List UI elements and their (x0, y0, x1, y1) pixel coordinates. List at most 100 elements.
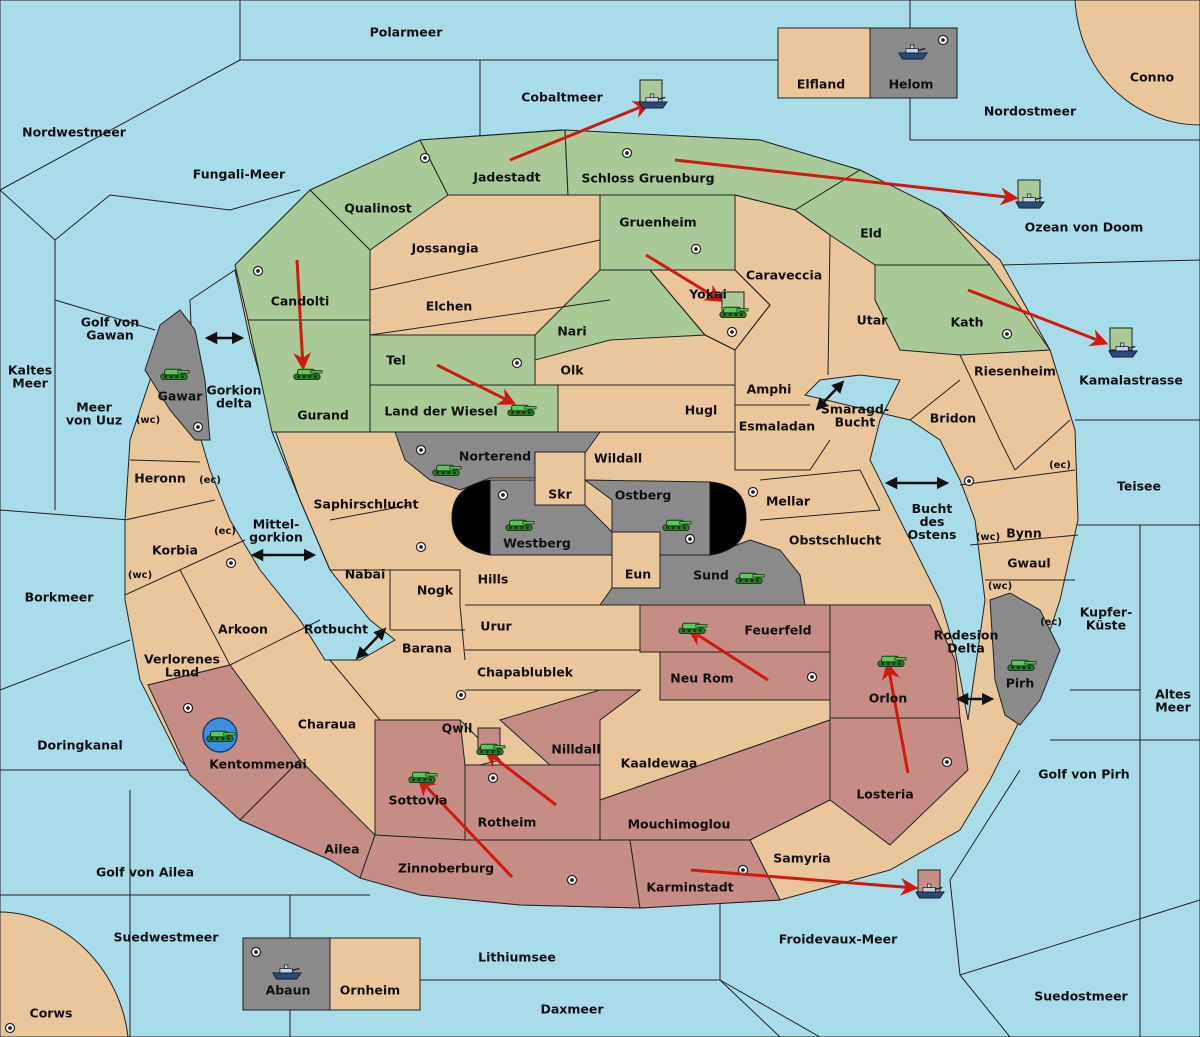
tank-icon (206, 730, 236, 743)
supply-center-icon (963, 475, 975, 487)
province-pirh[interactable] (989, 592, 1061, 726)
impassable-west-cap (451, 479, 491, 556)
supply-center-icon (941, 756, 953, 768)
province-elfland[interactable] (777, 27, 871, 99)
order-arrow (436, 363, 517, 405)
province-label: Pirh (1006, 676, 1035, 691)
sea-label: Borkmeer (25, 590, 95, 605)
province-label: Arkoon (218, 622, 268, 637)
tank-icon (505, 519, 535, 532)
tank-icon (432, 464, 462, 477)
province-label: Nabai (345, 567, 386, 582)
supply-center-icon (419, 152, 431, 164)
province-karminstadt[interactable] (629, 839, 781, 909)
province-label: Heronn (134, 471, 186, 486)
supply-center-icon (192, 421, 204, 433)
province-eun[interactable] (611, 531, 661, 589)
sea-label: Froidevaux-Meer (779, 932, 898, 947)
supply-center-icon (690, 243, 702, 255)
sea-label: Doringkanal (37, 738, 123, 753)
corner-land-corws[interactable] (0, 911, 129, 1037)
province-skr[interactable] (534, 451, 586, 506)
sea-label: Golf von Ailea (96, 865, 194, 880)
province-label: Saphirschlucht (314, 497, 419, 512)
sea-label: Daxmeer (540, 1002, 604, 1017)
order-arrow (881, 661, 910, 774)
province-label: Jadestadt (472, 170, 540, 185)
province-label: Feuerfeld (744, 623, 811, 638)
order-arrow (484, 749, 557, 807)
supply-center-icon (566, 874, 578, 886)
province-losteria[interactable] (829, 717, 969, 846)
order-arrows (293, 101, 1109, 896)
supply-centers (4, 34, 1013, 1034)
tank-icon (476, 743, 506, 756)
sea-label: Kupfer-Küste (1080, 604, 1133, 632)
province-label: Jossangia (410, 241, 478, 256)
coast-label: (ec) (199, 475, 221, 486)
province-label: Elfland (797, 77, 845, 92)
province-label: Mouchimoglou (628, 817, 731, 832)
province-label: Tel (386, 353, 406, 368)
sea-label: Smaragd-Bucht (821, 401, 889, 429)
province-label: Land der Wiesel (384, 404, 497, 419)
coast-label: (wc) (988, 581, 1012, 592)
supply-center-icon (455, 689, 467, 701)
order-arrow (686, 628, 769, 682)
double-arrow-icon (815, 380, 845, 411)
province-label: Riesenheim (974, 364, 1056, 379)
province-label: Orlon (869, 691, 908, 706)
coast-label: (wc) (136, 415, 160, 426)
supply-center-icon (1001, 328, 1013, 340)
province-mouchimoglou[interactable] (599, 719, 831, 841)
province-label: Neu Rom (670, 671, 733, 686)
province-label: Ailea (324, 842, 359, 857)
sea-label: Lithiumsee (478, 950, 556, 965)
coast-label: (wc) (128, 570, 152, 581)
province-label: Charaua (298, 717, 356, 732)
order-arrow (293, 259, 312, 371)
sea-label: Nordwestmeer (22, 125, 127, 140)
tank-icon (719, 306, 749, 319)
supply-center-icon (415, 541, 427, 553)
province-label: Urur (480, 619, 512, 634)
supply-center-icon (497, 489, 509, 501)
province-label: Westberg (503, 536, 571, 551)
tank-icon (877, 655, 907, 668)
province-label: Hills (478, 572, 509, 587)
corner-land-conno[interactable] (1074, 0, 1200, 126)
province-label: Eun (625, 567, 651, 582)
double-arrow-icon (355, 627, 387, 660)
supply-center-icon (937, 34, 949, 46)
province-labels: Elfland Helom Jadestadt Schloss Gruenbur… (134, 77, 1056, 998)
sea-label: Corws (30, 1006, 73, 1021)
province-yokai-highlight (648, 269, 771, 351)
province-label: Gwaul (1007, 556, 1050, 571)
province-label: Schloss Gruenburg (581, 171, 714, 186)
province-label: Gawar (158, 389, 204, 404)
province-label: Nogk (417, 583, 454, 598)
province-label: Olk (560, 363, 584, 378)
supply-center-icon (250, 946, 262, 958)
province-label: Candolti (271, 294, 330, 309)
province-label: Skr (548, 487, 572, 502)
supply-center-icon (4, 1022, 16, 1034)
province-label: Ornheim (340, 983, 400, 998)
province-ornheim[interactable] (329, 937, 421, 1011)
province-label: Karminstadt (646, 880, 733, 895)
province-gruenheim[interactable] (599, 194, 736, 271)
units (160, 44, 1138, 980)
province-label: Abaun (266, 983, 311, 998)
province-label: Kaaldewaa (621, 756, 698, 771)
order-arrow (690, 868, 919, 896)
province-nilldall[interactable] (499, 689, 642, 766)
convoy-routes (204, 331, 995, 706)
province-label: Qualinost (344, 201, 411, 216)
